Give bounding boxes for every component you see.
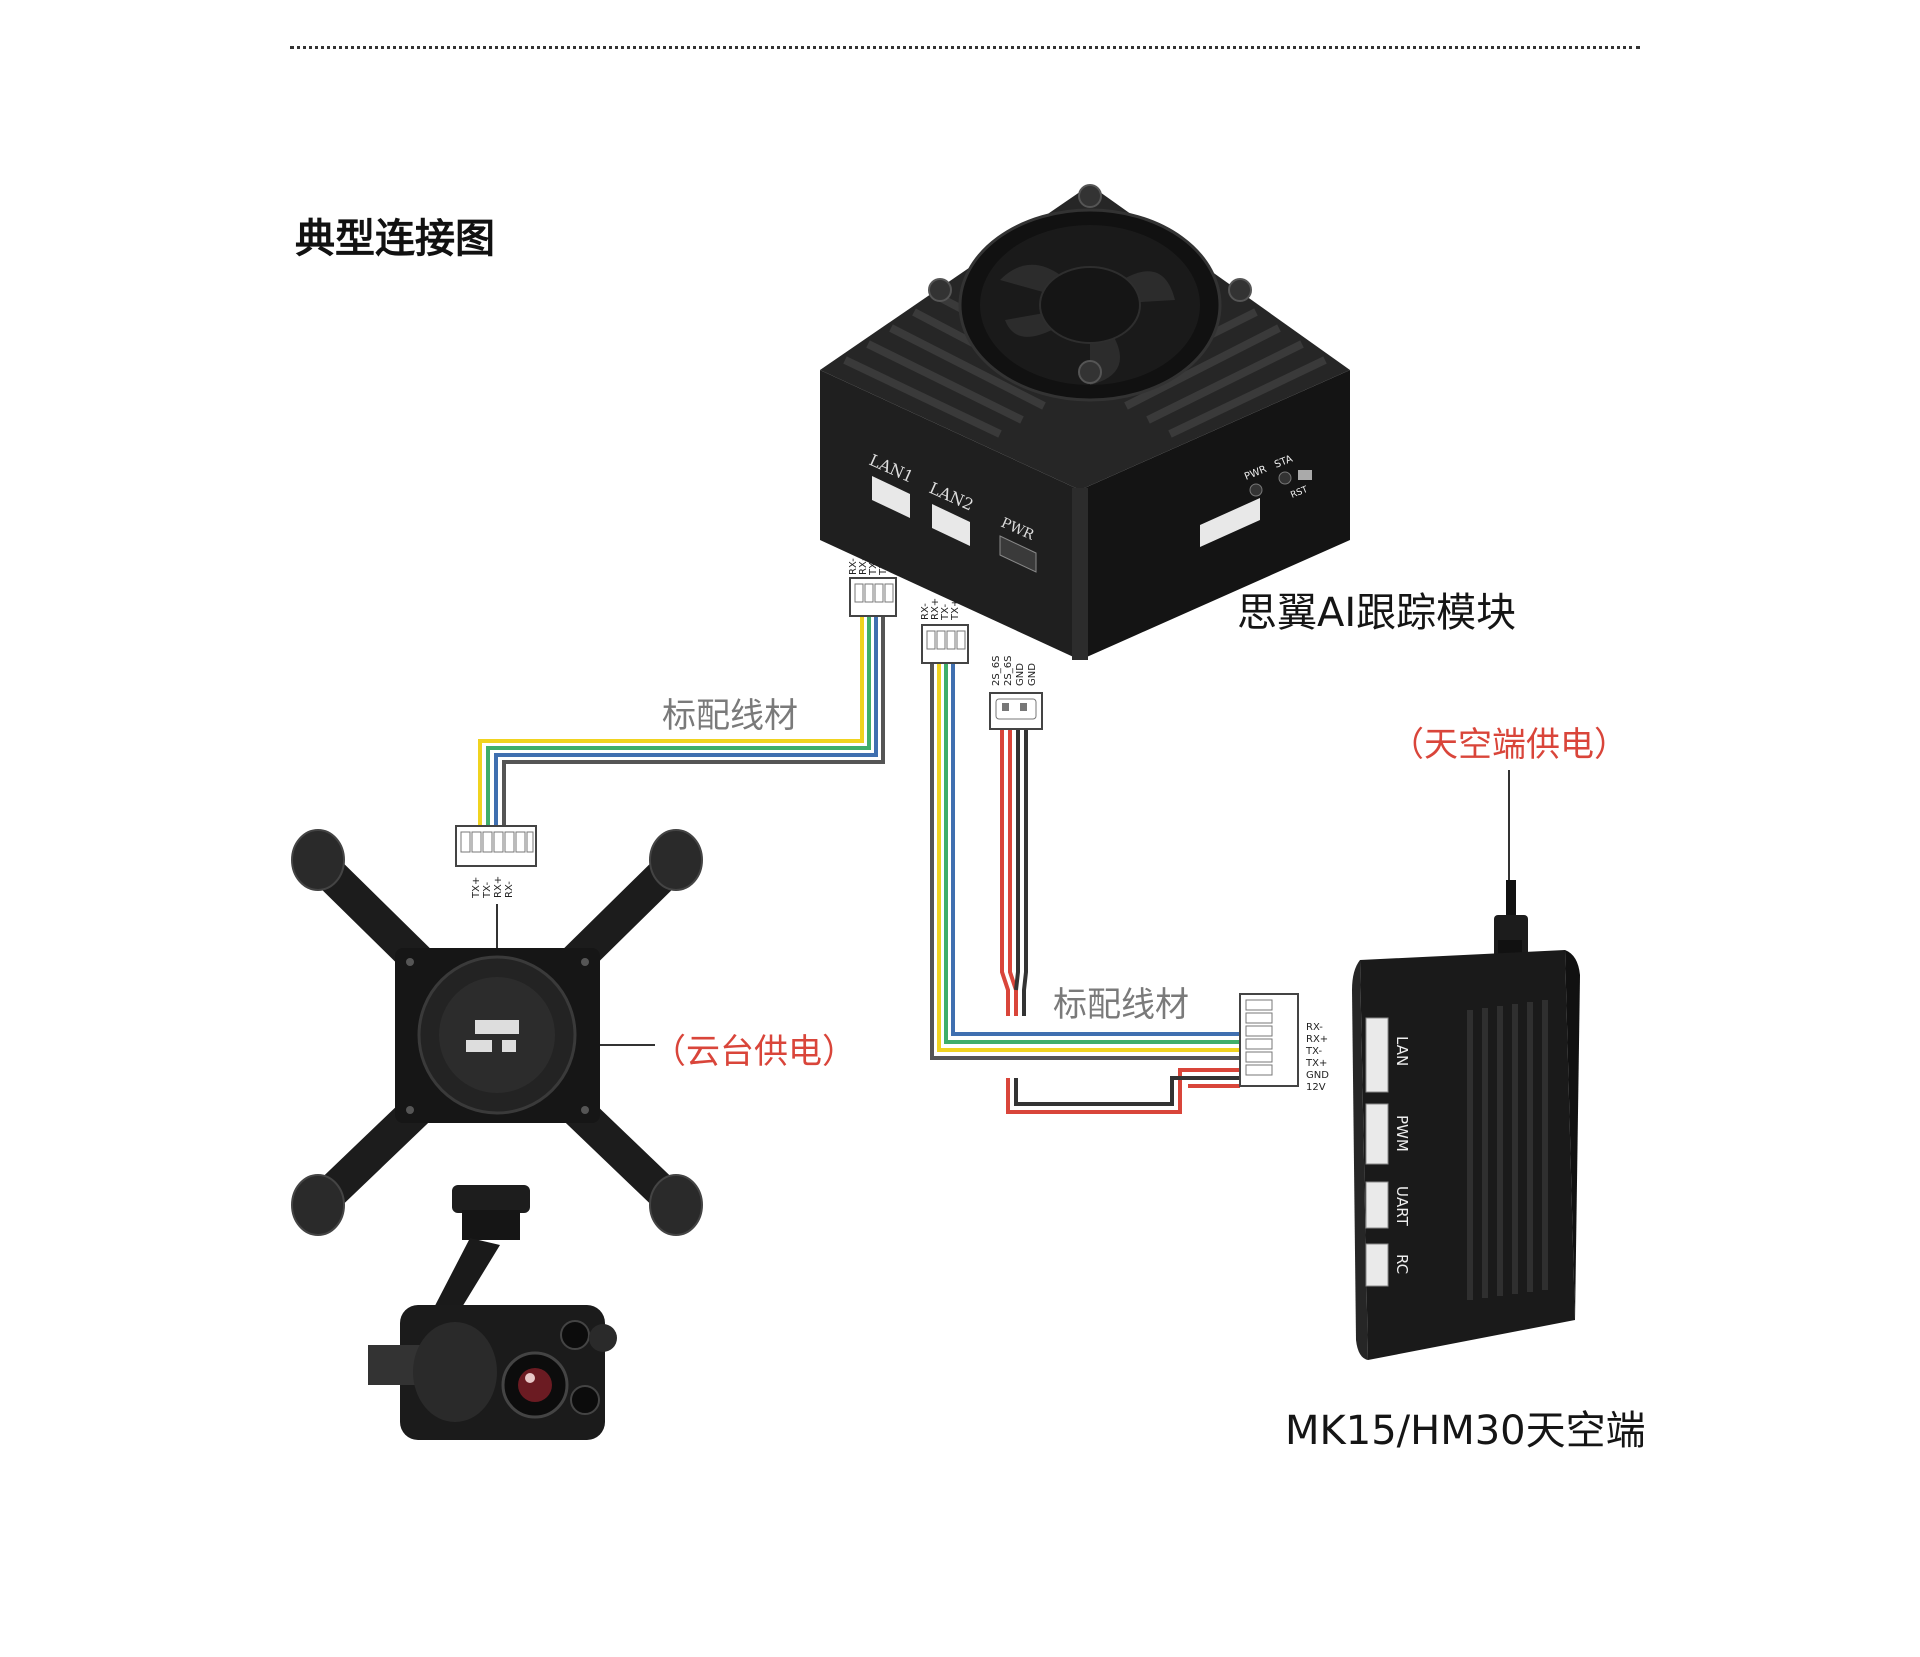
pin-label: TX- [482,882,493,899]
cable-lan1-to-gimbal [478,612,885,826]
air-rc-port-label: RC [1393,1254,1411,1274]
connector-lan2: RX- RX+ TX- TX+ [920,598,969,664]
module-label: 思翼AI跟踪模块 [1237,590,1517,636]
dotted-divider [290,46,1640,49]
air-unit-image: LAN PWM UART RC [1352,880,1580,1360]
pin-label: TX- [940,604,951,621]
pin-label: TX+ [471,877,482,899]
pin-label: GND [1015,663,1026,686]
air-lan-port-label: LAN [1393,1036,1411,1066]
pin-label: 2S_6S [991,656,1002,686]
cable-lan2-to-air-unit [930,655,1240,1060]
air-pwm-port-label: PWM [1393,1115,1411,1152]
pin-label: RX- [1306,1022,1323,1033]
pin-label: RX- [920,603,931,620]
connector-air-unit: RX- RX+ TX- TX+ GND 12V [1239,993,1329,1093]
pin-label: RX+ [493,876,504,898]
pin-label: RX- [504,881,515,898]
pin-label: TX+ [950,599,961,621]
pin-label: TX+ [1305,1058,1327,1069]
ai-tracking-module-image: LAN1 LAN2 PWR PWR STA RST [820,184,1350,660]
pin-label: RX+ [930,598,941,620]
air-unit-label: MK15/HM30天空端 [1285,1408,1646,1454]
pin-label: 2S_6S [1003,656,1014,686]
pin-label: GND [1027,663,1038,686]
pin-label: TX- [1305,1046,1322,1057]
pin-label: RX+ [1306,1034,1328,1045]
air-uart-port-label: UART [1393,1186,1411,1227]
pin-label: RX+ [858,553,869,575]
pin-label: TX- [868,559,879,576]
pin-label: GND [1306,1070,1329,1081]
connector-gimbal: TX+ TX- RX+ RX- [455,825,537,899]
gimbal-mount-plate-image [291,829,703,1236]
cable-pwr-to-air-unit [1000,728,1240,1114]
cable-label-2: 标配线材 [1053,985,1189,1025]
cable-label-1: 标配线材 [662,696,798,736]
page-title: 典型连接图 [295,216,495,262]
air-unit-power-label: （天空端供电） [1390,725,1628,765]
pin-label: RX- [848,558,859,575]
gimbal-camera-image [368,1185,617,1440]
gimbal-power-label: （云台供电） [652,1032,856,1072]
pin-label: 12V [1306,1082,1326,1093]
connector-pwr: 2S_6S 2S_6S GND GND [989,656,1043,730]
